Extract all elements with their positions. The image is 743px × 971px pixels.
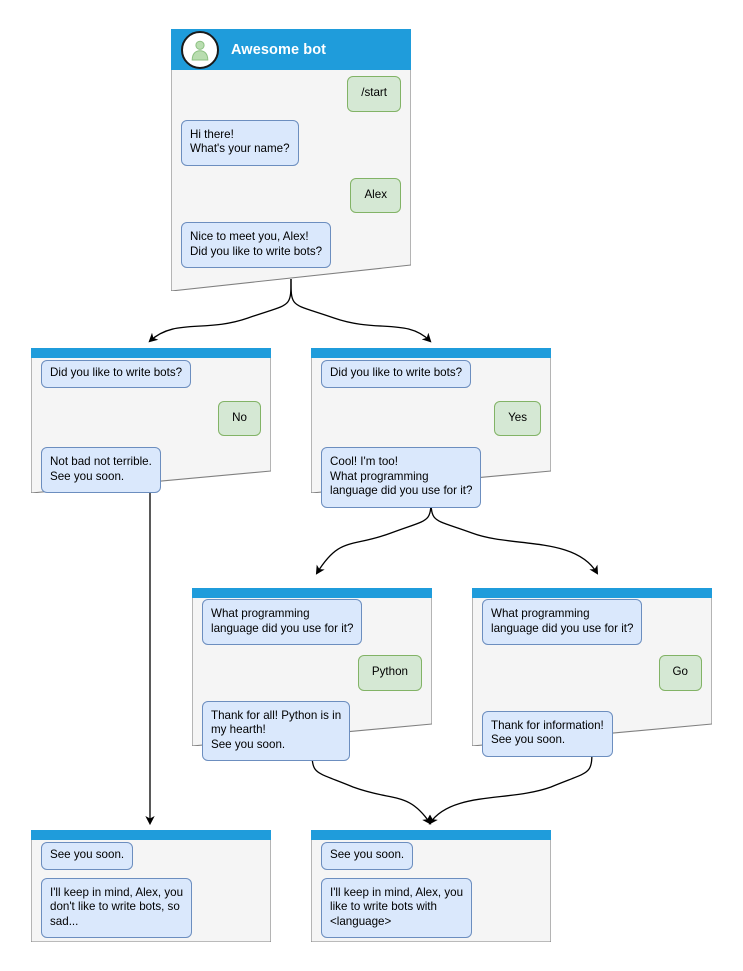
node-start[interactable]: Awesome bot /start Hi there! What's your…	[171, 29, 411, 291]
bot-message-bubble[interactable]: Nice to meet you, Alex! Did you like to …	[181, 222, 332, 268]
node-start-chat: /start Hi there! What's your name? Alex …	[171, 76, 411, 274]
bot-message-bubble[interactable]: I'll keep in mind, Alex, you don't like …	[41, 877, 193, 938]
bot-name-label: Awesome bot	[231, 41, 327, 58]
message-row: Hi there! What's your name?	[181, 119, 401, 166]
node-answer-no-chat: Did you like to write bots? No Not bad n…	[31, 360, 271, 499]
node-lang-python-chat: What programming language did you use fo…	[192, 599, 432, 767]
node-lang-go-chat: What programming language did you use fo…	[472, 599, 712, 763]
node-end-happy-chat: See you soon. I'll keep in mind, Alex, y…	[311, 842, 551, 944]
user-avatar-icon	[181, 30, 219, 69]
bot-message-bubble[interactable]: Cool! I'm too! What programming language…	[321, 447, 482, 508]
bot-message-bubble[interactable]: Did you like to write bots?	[321, 360, 472, 388]
node-start-body: Awesome bot /start Hi there! What's your…	[171, 29, 411, 291]
node-lang-go-body: What programming language did you use fo…	[472, 588, 712, 757]
bot-message-bubble[interactable]: Hi there! What's your name?	[181, 119, 299, 166]
node-answer-no-titlebar	[31, 348, 271, 358]
bot-message-bubble[interactable]: See you soon.	[41, 842, 134, 870]
user-message-bubble[interactable]: Alex	[350, 177, 401, 213]
node-lang-python-body: What programming language did you use fo…	[192, 588, 432, 761]
bot-message-bubble[interactable]: Did you like to write bots?	[41, 360, 192, 388]
node-lang-python[interactable]: What programming language did you use fo…	[192, 588, 432, 761]
message-row: Yes	[321, 400, 541, 436]
message-row: See you soon.	[41, 842, 261, 870]
node-end-happy-body: See you soon. I'll keep in mind, Alex, y…	[311, 830, 551, 942]
message-row: Python	[202, 655, 422, 691]
node-answer-yes-body: Did you like to write bots? Yes Cool! I'…	[311, 348, 551, 508]
bot-message-bubble[interactable]: Not bad not terrible. See you soon.	[41, 447, 161, 493]
user-message-bubble[interactable]: No	[218, 400, 261, 436]
message-row: What programming language did you use fo…	[202, 599, 422, 645]
message-row: Did you like to write bots?	[321, 360, 541, 388]
node-answer-no[interactable]: Did you like to write bots? No Not bad n…	[31, 348, 271, 493]
bot-message-bubble[interactable]: What programming language did you use fo…	[482, 599, 643, 645]
message-row: Thank for all! Python is in my hearth! S…	[202, 700, 422, 761]
node-lang-go-titlebar	[472, 588, 712, 598]
node-start-titlebar: Awesome bot	[171, 29, 411, 70]
message-row: /start	[181, 76, 401, 112]
message-row: Nice to meet you, Alex! Did you like to …	[181, 222, 401, 268]
message-row: Go	[482, 655, 702, 691]
bot-message-bubble[interactable]: Thank for all! Python is in my hearth! S…	[202, 700, 351, 761]
node-answer-yes-titlebar	[311, 348, 551, 358]
message-row: Thank for information! See you soon.	[482, 710, 702, 757]
message-row: What programming language did you use fo…	[482, 599, 702, 645]
node-end-happy[interactable]: See you soon. I'll keep in mind, Alex, y…	[311, 830, 551, 942]
user-message-bubble[interactable]: Yes	[494, 400, 541, 436]
user-message-bubble[interactable]: Python	[357, 655, 422, 691]
node-end-happy-titlebar	[311, 830, 551, 840]
message-row: No	[41, 400, 261, 436]
bot-message-bubble[interactable]: What programming language did you use fo…	[202, 599, 363, 645]
message-row: Cool! I'm too! What programming language…	[321, 447, 541, 508]
bot-message-bubble[interactable]: I'll keep in mind, Alex, you like to wri…	[321, 877, 473, 938]
node-lang-go[interactable]: What programming language did you use fo…	[472, 588, 712, 757]
user-message-bubble[interactable]: /start	[347, 76, 401, 112]
node-answer-no-body: Did you like to write bots? No Not bad n…	[31, 348, 271, 493]
message-row: Alex	[181, 177, 401, 213]
node-lang-python-titlebar	[192, 588, 432, 598]
bot-message-bubble[interactable]: Thank for information! See you soon.	[482, 710, 613, 757]
node-end-sad[interactable]: See you soon. I'll keep in mind, Alex, y…	[31, 830, 271, 942]
message-row: Not bad not terrible. See you soon.	[41, 447, 261, 493]
message-row: See you soon.	[321, 842, 541, 870]
node-end-sad-body: See you soon. I'll keep in mind, Alex, y…	[31, 830, 271, 942]
node-answer-yes-chat: Did you like to write bots? Yes Cool! I'…	[311, 360, 551, 514]
bot-message-bubble[interactable]: See you soon.	[321, 842, 414, 870]
node-end-sad-titlebar	[31, 830, 271, 840]
node-end-sad-chat: See you soon. I'll keep in mind, Alex, y…	[31, 842, 271, 944]
message-row: Did you like to write bots?	[41, 360, 261, 388]
user-message-bubble[interactable]: Go	[658, 655, 702, 691]
message-row: I'll keep in mind, Alex, you don't like …	[41, 877, 261, 938]
node-answer-yes[interactable]: Did you like to write bots? Yes Cool! I'…	[311, 348, 551, 508]
message-row: I'll keep in mind, Alex, you like to wri…	[321, 877, 541, 938]
